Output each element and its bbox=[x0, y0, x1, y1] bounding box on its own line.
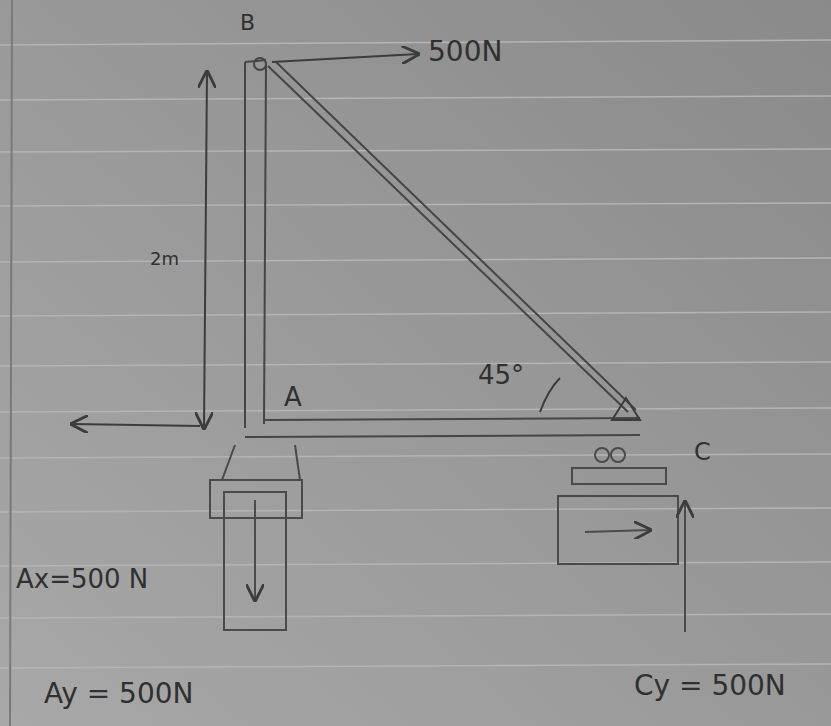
pin-symbol bbox=[612, 398, 640, 420]
handwritten-label: 45° bbox=[478, 362, 524, 388]
handwritten-label: Cy = 500N bbox=[634, 672, 786, 700]
handwritten-label: 2m bbox=[150, 250, 179, 268]
force-arrow bbox=[272, 54, 418, 62]
angle-arc bbox=[540, 378, 560, 412]
roller-c bbox=[558, 448, 685, 632]
truss-members bbox=[245, 58, 640, 437]
handwritten-label: 500N bbox=[428, 38, 502, 66]
reaction-arrow bbox=[72, 424, 200, 426]
dimension-line bbox=[204, 72, 207, 428]
handwritten-label: Ax=500 N bbox=[16, 566, 148, 592]
handwritten-label: Ay = 500N bbox=[44, 680, 193, 708]
handwritten-label: C bbox=[694, 440, 711, 464]
ruled-lines bbox=[0, 40, 831, 668]
support-a bbox=[210, 445, 302, 630]
margin-line bbox=[10, 0, 12, 726]
handwritten-label: A bbox=[284, 384, 302, 410]
handwritten-label: B bbox=[240, 12, 255, 34]
